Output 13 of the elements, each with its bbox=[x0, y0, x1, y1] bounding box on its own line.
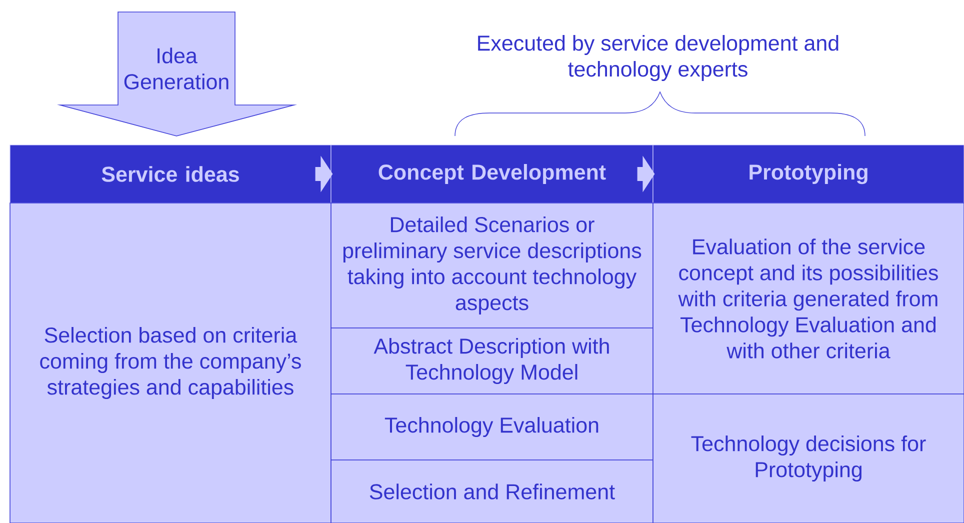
table-cell: Abstract Description with Technology Model bbox=[330, 328, 654, 394]
annotation-text: Executed by service development and technology experts bbox=[478, 35, 838, 82]
table-cell: Selection based on criteria coming from the company’s strategies and capabilities bbox=[10, 202, 332, 523]
node-label: Selection and Refinement bbox=[370, 484, 615, 500]
table-cell: Selection and Refinement bbox=[330, 460, 654, 523]
table-cell: Technology decisions for Prototyping bbox=[652, 394, 964, 523]
phase-header: Service ideas bbox=[10, 144, 332, 204]
node-label: Evaluation of the service concept and its possibilities with criteria generated from Technology Evaluation and with other criteria bbox=[678, 238, 938, 358]
table-cell: Detailed Scenarios or preliminary service descriptions taking into account technology aspects bbox=[330, 202, 654, 328]
phase-header: Prototyping bbox=[652, 144, 964, 204]
table-cell: Evaluation of the service concept and its possibilities with criteria generated from Technology Evaluation and with other criteria bbox=[652, 202, 964, 394]
table-cell: Technology Evaluation bbox=[330, 394, 654, 460]
phase-header: Concept Development bbox=[330, 144, 654, 204]
